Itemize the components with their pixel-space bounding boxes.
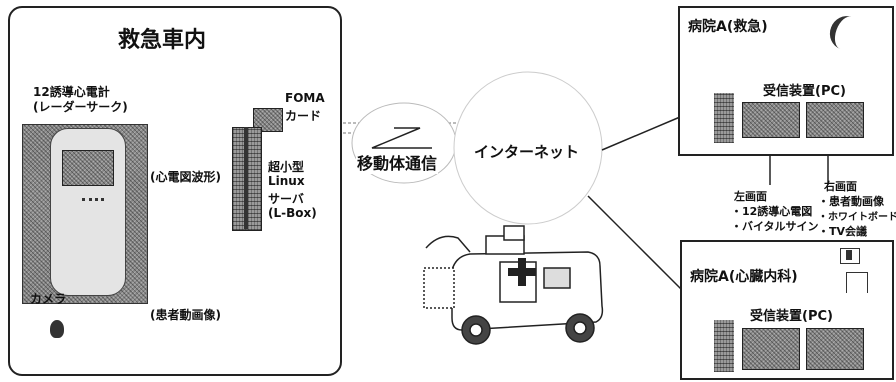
server-line-3: サーバ (268, 192, 304, 206)
hospital-cardiology-monitor-right (806, 328, 864, 370)
ecg-label-1: 12誘導心電計 (33, 85, 110, 99)
right-screen-title: 右画面 (824, 180, 857, 193)
foma-label-2: カード (285, 109, 322, 123)
camera-label: カメラ (30, 292, 67, 306)
server-line-1: 超小型 (268, 160, 305, 174)
foma-label-1: FOMA (285, 91, 325, 105)
ecg-screen (62, 150, 114, 186)
server-rack-bar (244, 127, 248, 229)
hospital-emergency-monitor-left (742, 102, 800, 138)
ecg-button-row (82, 198, 104, 207)
ecg-label-2: (レーダーサーク) (33, 100, 128, 114)
left-screen-item-2: ・バイタルサイン (731, 220, 819, 233)
hospital-cardiology-receiver: 受信装置(PC) (750, 309, 833, 324)
hospital-cardiology-monitor-left (742, 328, 800, 370)
foma-card-icon (253, 108, 283, 132)
hospital-cardiology-title: 病院A(心臓内科) (690, 269, 798, 285)
left-screen-title: 左画面 (734, 190, 767, 203)
camera-signal-label: (患者動画像) (150, 308, 221, 322)
server-line-2: Linux (268, 174, 305, 188)
medical-cross-mark (846, 250, 852, 260)
mobile-comm-label: 移動体通信 (356, 150, 439, 174)
camera-icon (50, 320, 64, 338)
ambulance-title: 救急車内 (118, 28, 207, 53)
server-line-4: (L-Box) (268, 206, 317, 220)
right-screen-item-2: ・ホワイトボード (818, 212, 896, 223)
hospital-emergency-receiver: 受信装置(PC) (763, 84, 846, 99)
hospital-emergency-monitor-right (806, 102, 864, 138)
hospital-cardiology-pc-tower (714, 320, 734, 372)
right-screen-item-3: ・TV会議 (818, 225, 868, 238)
hospital-emergency-title: 病院A(救急) (688, 19, 768, 35)
left-screen-item-1: ・12誘導心電図 (731, 205, 813, 218)
internet-label: インターネット (474, 143, 580, 161)
building-icon (846, 272, 868, 293)
right-screen-item-1: ・患者動画像 (818, 195, 884, 208)
ecg-signal-label: (心電図波形) (150, 170, 221, 184)
hospital-emergency-pc-tower (714, 93, 734, 143)
